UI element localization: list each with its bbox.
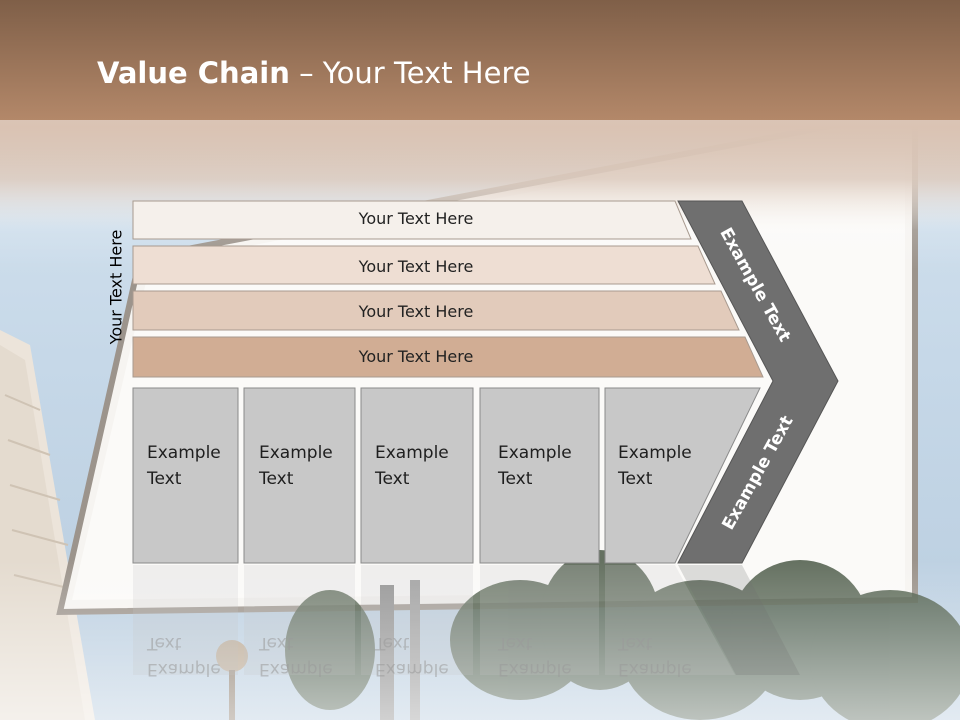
cell-reflection-4: Example Text [498,630,572,682]
cell-text-1-line2: Text [147,469,182,489]
cell-reflection-1: Example Text [147,630,221,682]
cell-reflection-2: Example Text [259,630,333,682]
reflection-line2: Text [259,633,294,653]
cell-text-3-line1: Example [375,443,449,463]
cell-3 [360,387,474,564]
row-text-3: Your Text Here [358,302,474,321]
cell-text-2-line2: Text [259,469,294,489]
cell-text-2-line1: Example [259,443,333,463]
row-text-4: Your Text Here [358,347,474,366]
chevron-arrow [677,200,839,564]
cell-text-1-line1: Example [147,443,221,463]
reflection-line1: Example [498,659,572,679]
reflection-line2: Text [375,633,410,653]
reflection-line1: Example [147,659,221,679]
reflection-line2: Text [147,633,182,653]
reflection-line1: Example [259,659,333,679]
row-bar-3 [132,290,740,331]
cell-text-5-line2: Text [618,469,653,489]
title-bold: Value Chain [97,56,290,90]
cell-text-4-line2: Text [498,469,533,489]
title-rest: – Your Text Here [289,56,531,90]
cell-4 [479,387,600,564]
cell-text-4-line1: Example [498,443,572,463]
row-bar-1 [132,200,692,240]
reflection-line2: Text [618,633,653,653]
cell-1 [132,387,239,564]
row-text-2: Your Text Here [358,257,474,276]
reflection-line1: Example [618,659,692,679]
cell-5 [604,387,761,564]
reflection-line1: Example [375,659,449,679]
row-text-1: Your Text Here [358,209,474,228]
cell-text-3-line2: Text [375,469,410,489]
row-bar-2 [132,245,716,285]
slide-title: Value Chain – Your Text Here [97,56,531,90]
cell-text-5-line1: Example [618,443,692,463]
vertical-label: Your Text Here [106,229,126,345]
cell-reflection-5: Example Text [618,630,692,682]
reflection-line2: Text [498,633,533,653]
row-bar-4 [132,336,764,378]
cell-2 [243,387,356,564]
cell-reflection-3: Example Text [375,630,449,682]
